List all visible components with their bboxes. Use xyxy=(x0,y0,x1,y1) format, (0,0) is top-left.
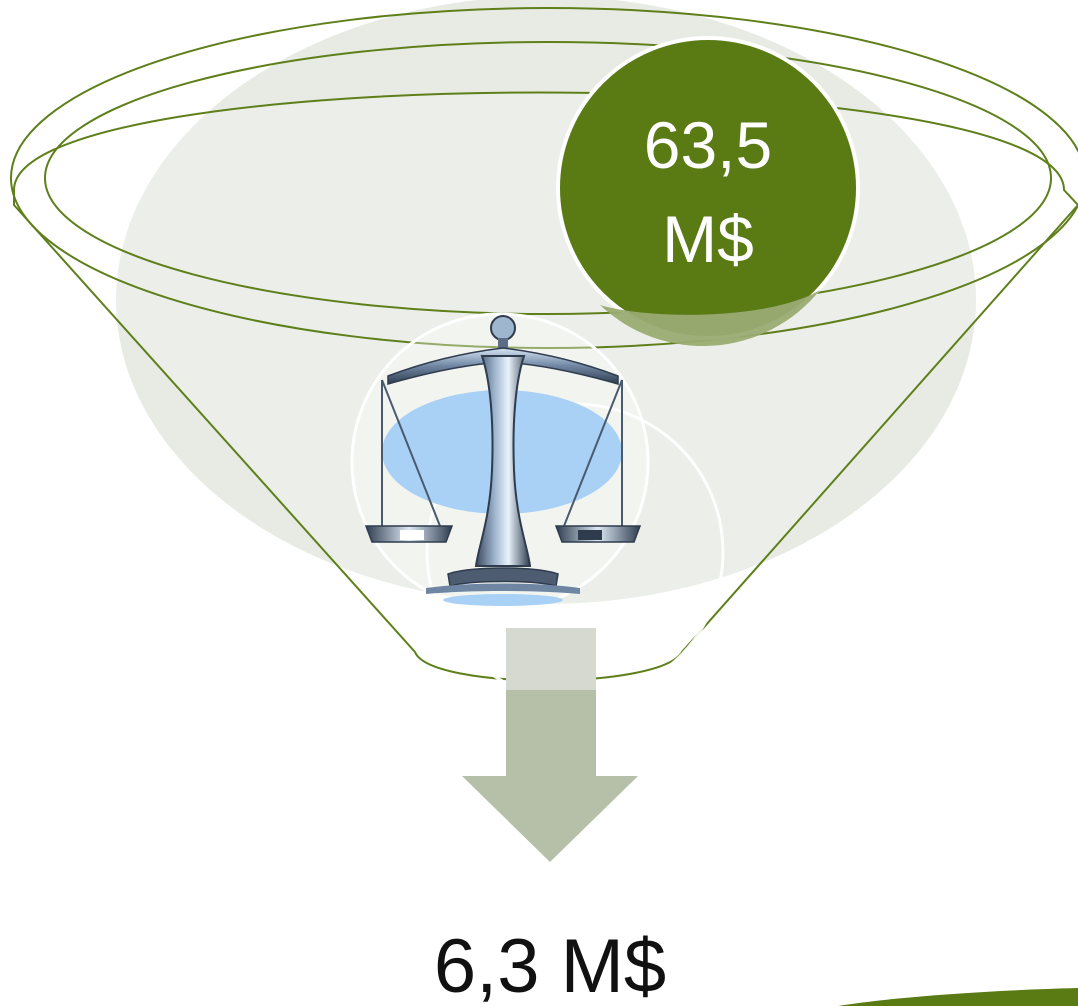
input-amount-line2: M$ xyxy=(662,202,754,276)
output-amount-label: 6,3 M$ xyxy=(434,924,666,1006)
decorative-swoosh xyxy=(838,988,1078,1006)
input-amount-bubble: 63,5 M$ xyxy=(556,36,860,347)
funnel-inner-rim xyxy=(44,41,1052,315)
down-arrow-icon xyxy=(462,628,638,862)
input-amount-line1: 63,5 xyxy=(644,108,772,182)
balance-scale-icon xyxy=(350,312,650,612)
funnel-outer-rim xyxy=(10,7,1078,349)
